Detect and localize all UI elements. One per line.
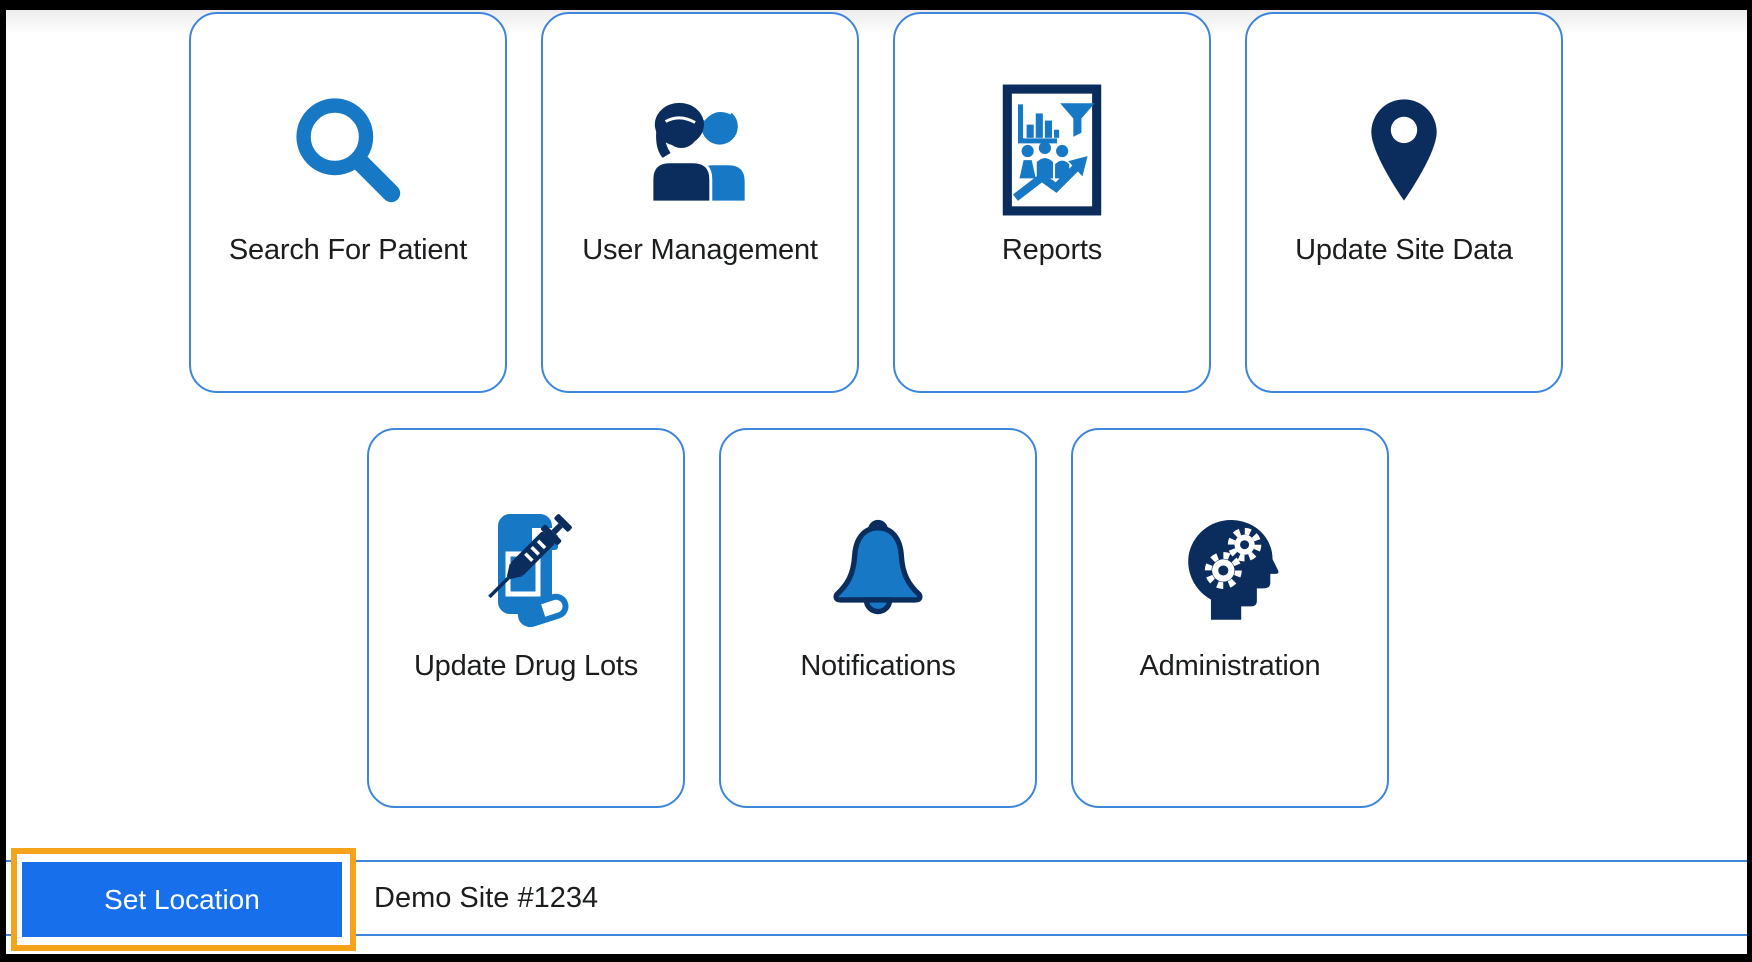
tile-search-for-patient[interactable]: Search For Patient — [189, 12, 507, 393]
syringe-bottle-icon — [369, 488, 683, 644]
tile-label: Search For Patient — [228, 234, 468, 266]
magnifier-icon — [191, 72, 505, 228]
tile-label: Administration — [1139, 650, 1321, 682]
set-location-button[interactable]: Set Location — [22, 862, 342, 937]
tile-label: User Management — [582, 234, 818, 266]
map-pin-icon — [1247, 72, 1561, 228]
tile-reports[interactable]: Reports — [893, 12, 1211, 393]
report-document-icon — [895, 72, 1209, 228]
bell-icon — [721, 488, 1035, 644]
tile-label: Update Site Data — [1295, 234, 1513, 266]
location-field-value: Demo Site #1234 — [374, 881, 599, 914]
tile-notifications[interactable]: Notifications — [719, 428, 1037, 808]
tile-administration[interactable]: Administration — [1071, 428, 1389, 808]
tile-label: Reports — [1001, 234, 1103, 266]
tile-label: Update Drug Lots — [413, 650, 639, 682]
users-icon — [543, 72, 857, 228]
tile-update-site-data[interactable]: Update Site Data — [1245, 12, 1563, 393]
tile-user-management[interactable]: User Management — [541, 12, 859, 393]
tile-update-drug-lots[interactable]: Update Drug Lots — [367, 428, 685, 808]
head-gears-icon — [1073, 488, 1387, 644]
tile-label: Notifications — [800, 650, 956, 682]
